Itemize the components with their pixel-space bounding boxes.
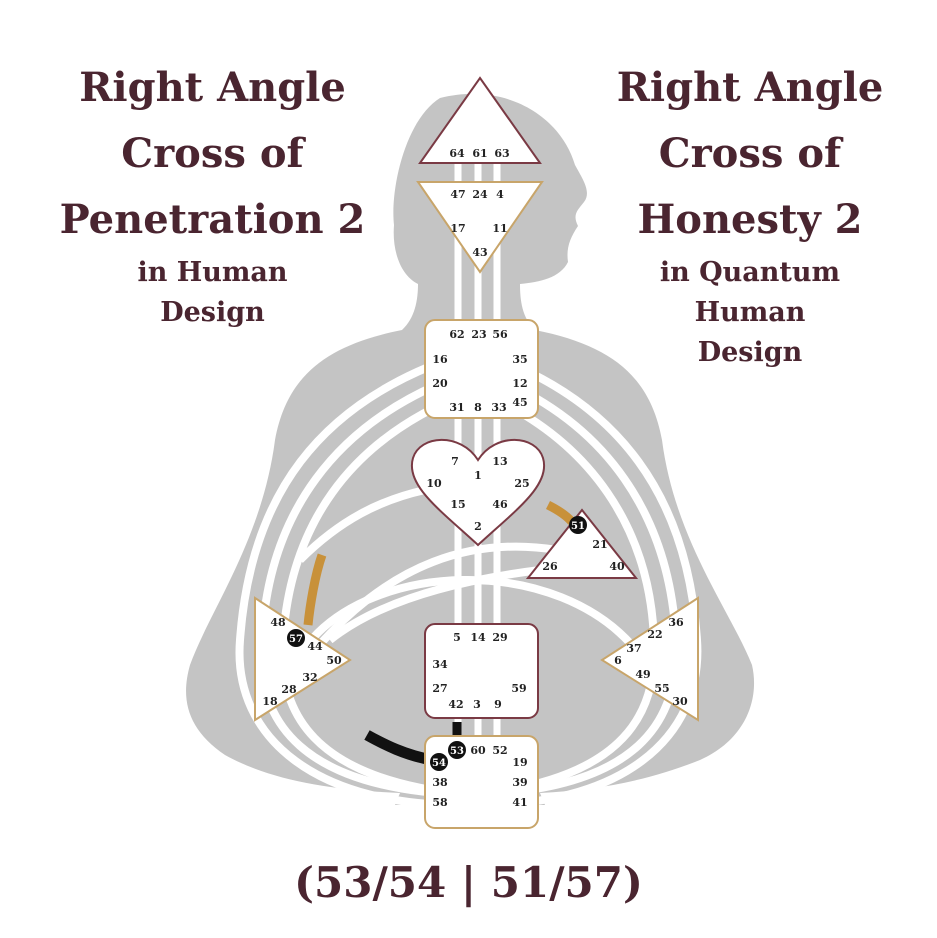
cross-gates-formula: (53/54 | 51/57) xyxy=(294,858,643,907)
throat-center: 62 23 56 16 35 20 12 31 8 33 45 xyxy=(424,319,539,419)
gate-54: 54 xyxy=(432,758,446,769)
gate-3: 3 xyxy=(473,698,481,711)
gate-43: 43 xyxy=(472,246,487,259)
gate-11: 11 xyxy=(492,222,507,235)
gate-40: 40 xyxy=(609,560,625,573)
gate-6: 6 xyxy=(614,654,622,667)
left-subtitle-line-1: in Human xyxy=(137,257,288,288)
root-center: 53 60 52 54 19 38 39 58 41 xyxy=(424,735,539,829)
defined-channel-spleen xyxy=(303,553,327,626)
gate-9: 9 xyxy=(494,698,502,711)
right-title-line-2: Cross of xyxy=(658,130,842,177)
gate-32: 32 xyxy=(302,671,317,684)
gate-39: 39 xyxy=(512,776,527,789)
right-title-line-3: Honesty 2 xyxy=(637,196,863,243)
gate-15: 15 xyxy=(450,498,465,511)
gate-50: 50 xyxy=(326,654,342,667)
gate-8: 8 xyxy=(474,401,482,414)
left-title-line-2: Cross of xyxy=(121,130,304,177)
solar-plexus-center: 36 22 37 6 49 55 30 xyxy=(600,596,699,722)
right-subtitle-line-3: Design xyxy=(697,337,803,368)
gate-20: 20 xyxy=(432,377,448,390)
gate-57: 57 xyxy=(289,634,303,645)
gate-16: 16 xyxy=(432,353,448,366)
right-title: Right Angle Cross of Honesty 2 in Quantu… xyxy=(595,55,905,373)
gate-61: 61 xyxy=(472,147,487,160)
gate-23: 23 xyxy=(471,328,486,341)
gate-56: 56 xyxy=(492,328,508,341)
gate-18: 18 xyxy=(262,695,278,708)
head-center: 64 61 63 xyxy=(418,76,542,164)
gate-59: 59 xyxy=(511,682,526,695)
left-title-line-1: Right Angle xyxy=(79,64,346,111)
gate-4: 4 xyxy=(496,188,504,201)
gate-60: 60 xyxy=(470,744,486,757)
left-subtitle-line-2: Design xyxy=(160,297,265,328)
gate-10: 10 xyxy=(426,477,442,490)
gate-37: 37 xyxy=(626,642,641,655)
gate-30: 30 xyxy=(672,695,688,708)
ajna-center: 47 24 4 17 11 43 xyxy=(416,181,544,274)
gate-34: 34 xyxy=(432,658,448,671)
gate-62: 62 xyxy=(449,328,464,341)
gate-13: 13 xyxy=(492,455,507,468)
gate-51: 51 xyxy=(571,521,585,532)
gate-45: 45 xyxy=(512,396,527,409)
left-title-line-3: Penetration 2 xyxy=(59,196,366,243)
gate-36: 36 xyxy=(668,616,684,629)
gate-41: 41 xyxy=(512,796,527,809)
spleen-center: 48 57 44 50 32 28 18 xyxy=(254,596,352,722)
gate-19: 19 xyxy=(512,756,527,769)
gate-63: 63 xyxy=(494,147,509,160)
gate-17: 17 xyxy=(450,222,465,235)
gate-53: 53 xyxy=(450,746,464,757)
right-subtitle-line-2: Human xyxy=(694,297,806,328)
right-title-line-1: Right Angle xyxy=(616,64,884,111)
gate-52: 52 xyxy=(492,744,507,757)
active-gate-marker xyxy=(448,741,466,759)
gate-24: 24 xyxy=(472,188,488,201)
g-center: 7 13 1 10 25 15 46 2 xyxy=(410,438,546,547)
gate-33: 33 xyxy=(491,401,506,414)
gate-25: 25 xyxy=(514,477,529,490)
active-gate-marker xyxy=(569,516,587,534)
ego-center: 51 21 26 40 xyxy=(525,508,639,579)
gate-35: 35 xyxy=(512,353,527,366)
gate-2: 2 xyxy=(474,520,482,533)
gate-5: 5 xyxy=(453,631,461,644)
active-gate-marker xyxy=(287,629,305,647)
gate-46: 46 xyxy=(492,498,508,511)
gate-31: 31 xyxy=(449,401,464,414)
left-title: Right Angle Cross of Penetration 2 in Hu… xyxy=(40,55,385,333)
gate-44: 44 xyxy=(307,640,323,653)
gate-28: 28 xyxy=(281,683,297,696)
gate-21: 21 xyxy=(592,538,607,551)
active-gate-marker xyxy=(430,753,448,771)
gate-7: 7 xyxy=(451,455,459,468)
gate-22: 22 xyxy=(647,628,662,641)
gate-26: 26 xyxy=(542,560,558,573)
gate-55: 55 xyxy=(654,682,669,695)
gate-27: 27 xyxy=(432,682,447,695)
gate-29: 29 xyxy=(492,631,507,644)
gate-58: 58 xyxy=(432,796,448,809)
gate-49: 49 xyxy=(635,668,650,681)
gate-64: 64 xyxy=(449,147,465,160)
sacral-center: 5 14 29 34 27 59 42 3 9 xyxy=(424,623,539,719)
right-subtitle-line-1: in Quantum xyxy=(659,257,841,288)
gate-12: 12 xyxy=(512,377,527,390)
gate-48: 48 xyxy=(270,616,286,629)
gate-38: 38 xyxy=(432,776,448,789)
gate-14: 14 xyxy=(470,631,486,644)
gate-42: 42 xyxy=(448,698,463,711)
gate-47: 47 xyxy=(450,188,465,201)
gate-1: 1 xyxy=(474,469,482,482)
